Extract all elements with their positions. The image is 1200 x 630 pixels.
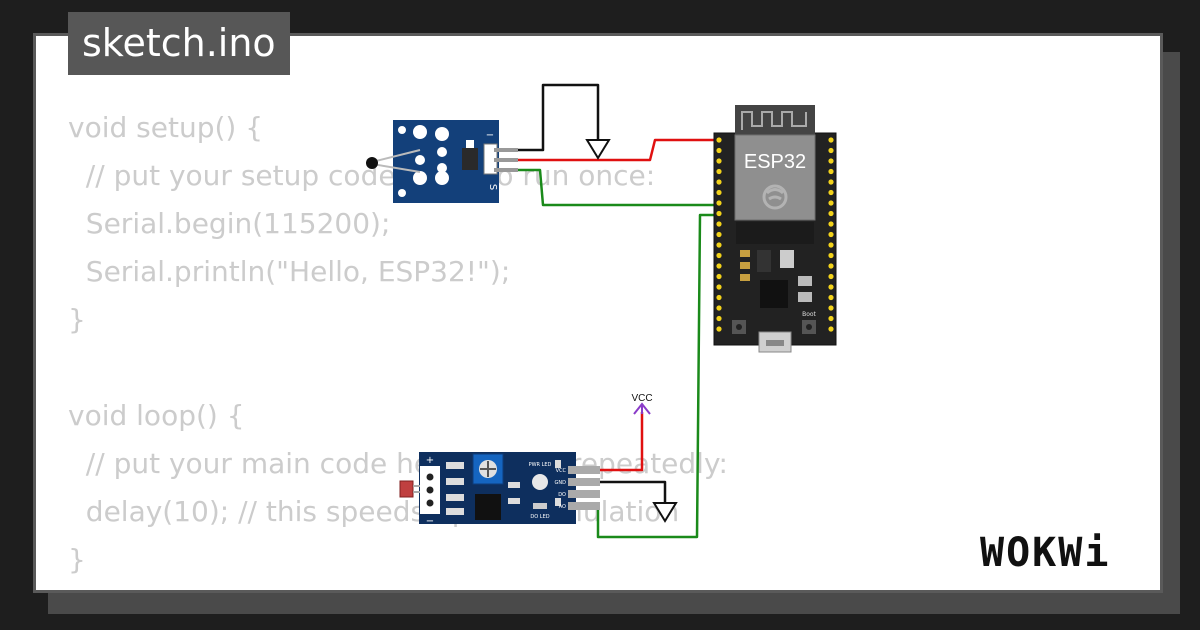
header-pin[interactable] [828,210,834,217]
header-pin[interactable] [828,252,834,259]
thermistor-bead [366,157,378,169]
header-pin[interactable] [716,263,722,269]
header-pin[interactable] [828,158,834,164]
header-pin[interactable] [828,137,834,143]
wire-ntc-signal[interactable] [497,168,717,207]
wire-ldr-ground[interactable] [572,480,667,502]
header-pin[interactable] [716,326,722,332]
header-pin[interactable] [716,189,722,196]
ldr-pin-label-ao: AO [559,504,566,510]
header-pin[interactable] [828,231,834,238]
ldr-pin-label-do: DO [558,492,566,498]
wokwi-logo: WOKWi [980,530,1110,576]
esp32-board[interactable]: ESP32 Boot [713,105,837,353]
header-pin[interactable] [716,252,722,259]
wire-ntc-ground[interactable] [497,83,600,152]
header-pin[interactable] [716,305,722,311]
header-pin[interactable] [828,305,834,311]
photoresistor [399,480,414,498]
header-pin[interactable] [828,263,834,269]
code-line-3: Serial.begin(115200); [68,207,391,240]
header-pin[interactable] [828,315,834,322]
code-line-5: } [68,303,86,336]
wifi-logo-icon [762,184,788,210]
code-line-4: Serial.println("Hello, ESP32!"); [68,255,511,288]
code-line-1: void setup() { [68,111,264,144]
pwr-led [532,474,548,490]
header-pin[interactable] [828,189,834,196]
header-pin[interactable] [828,200,834,206]
header-pin[interactable] [716,147,722,154]
header-pin[interactable] [716,137,722,143]
ntc-pin-label-minus: − [486,130,494,141]
code-line-10: } [68,543,86,576]
mounting-hole [398,126,406,134]
header-pin[interactable] [716,158,722,164]
file-tab-sketch[interactable]: sketch.ino [68,12,290,75]
boot-button-label: Boot [802,311,816,318]
svg-text:+: + [426,455,434,466]
vcc-label: VCC [631,393,652,404]
header-pin[interactable] [716,284,722,290]
wokwi-logo-text: WOKWi [980,530,1110,576]
svg-text:−: − [426,516,434,527]
header-pin[interactable] [716,179,722,185]
ntc-pin-label-signal: S [487,184,498,190]
header-pin[interactable] [828,168,834,175]
esp32-pins-left [716,137,722,332]
header-pin[interactable] [716,294,722,301]
header-pin[interactable] [716,231,722,238]
header-pin[interactable] [828,147,834,154]
esp32-pins-right [828,137,834,332]
ground-symbol [585,139,611,160]
vcc-symbol: VCC [631,393,653,415]
header-pin[interactable] [716,221,722,227]
header-pin[interactable] [828,179,834,185]
header-pin[interactable] [716,273,722,280]
header-pin[interactable] [716,168,722,175]
mounting-hole [398,189,406,197]
header-pin[interactable] [716,315,722,322]
ground-symbol [652,502,678,523]
header-pin[interactable] [716,242,722,248]
code-line-7: void loop() { [68,399,245,432]
header-pin[interactable] [828,273,834,280]
header-pin[interactable] [828,284,834,290]
header-pin[interactable] [716,210,722,217]
wire-ldr-power[interactable] [572,412,644,472]
ldr-sensor-module[interactable]: + − PWR LED DO LED VCC GND DO AO [399,452,600,527]
ldr-pin-label-vcc: VCC [556,468,567,474]
ldr-led-label-pwr: PWR LED [529,462,552,468]
wire-ldr-signal[interactable] [572,213,717,539]
wire-ntc-power[interactable] [497,138,717,162]
header-pin[interactable] [828,326,834,332]
esp32-label: ESP32 [744,151,806,173]
header-pin[interactable] [828,221,834,227]
ntc-sensor-module[interactable]: − S [366,120,518,203]
header-pin[interactable] [828,242,834,248]
header-pin[interactable] [716,200,722,206]
header-pin[interactable] [828,294,834,301]
ldr-pin-label-gnd: GND [555,480,567,486]
ldr-led-label-do: DO LED [530,514,549,520]
